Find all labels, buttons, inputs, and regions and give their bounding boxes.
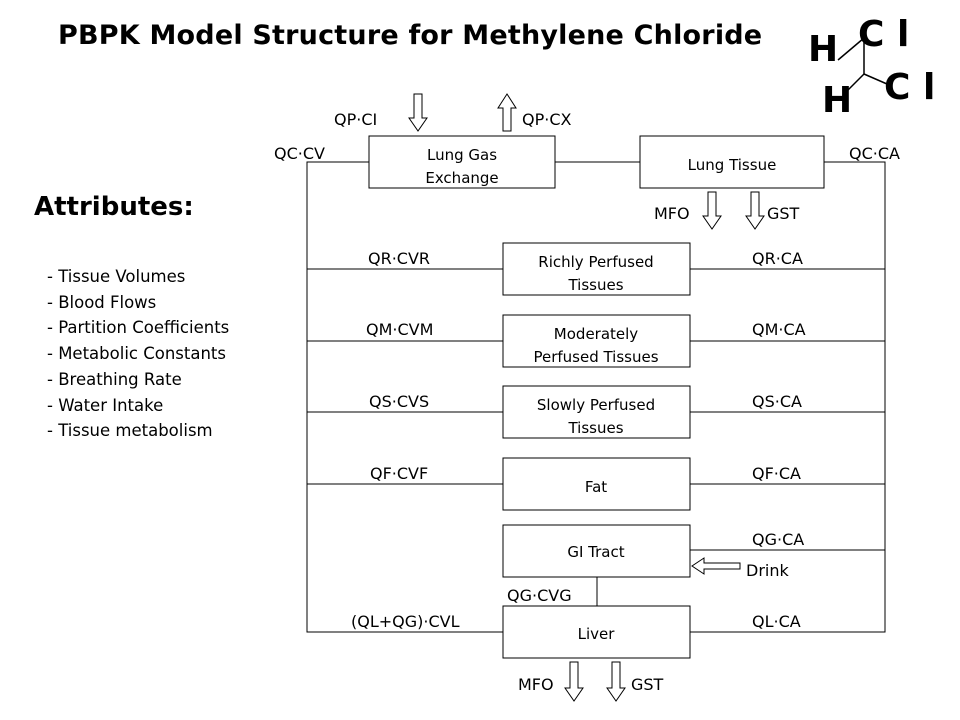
drink-label: Drink: [746, 561, 789, 580]
inhalation-arrow-icon: [408, 93, 428, 132]
qg-cvg-label: QG·CVG: [507, 586, 572, 605]
slowly-perfused-label: Slowly Perfused: [537, 396, 655, 414]
attribute-item: - Metabolic Constants: [47, 344, 226, 364]
venous-return-line: [306, 161, 503, 633]
box-labels: Lung Gas Exchange Lung Tissue Richly Per…: [425, 146, 776, 643]
qs-ca-label: QS·CA: [752, 392, 802, 411]
slowly-perfused-box: [502, 385, 691, 439]
qf-cvf-label: QF·CVF: [370, 464, 428, 483]
moderately-perfused-label: Perfused Tissues: [533, 348, 658, 366]
lung-tissue-label: Lung Tissue: [688, 156, 777, 174]
arterial-supply-line: [690, 161, 886, 633]
slowly-perfused-label: Tissues: [567, 419, 623, 437]
lung-gst-label: GST: [767, 204, 800, 223]
chlorine-label: C l: [858, 14, 909, 55]
arrows: [408, 93, 765, 702]
bond-line: [863, 73, 888, 85]
lung-mfo-label: MFO: [654, 204, 690, 223]
page-title: PBPK Model Structure for Methylene Chlor…: [58, 20, 763, 51]
liver-mfo-label: MFO: [518, 675, 554, 694]
attribute-item: - Water Intake: [47, 395, 164, 415]
qr-cvr-label: QR·CVR: [368, 249, 430, 268]
attribute-item: - Breathing Rate: [47, 369, 182, 389]
circulation-lines: [306, 161, 886, 633]
qm-cvm-label: QM·CVM: [366, 320, 433, 339]
lung-tissue-box: [639, 135, 825, 189]
exhalation-arrow-icon: [497, 93, 517, 132]
attribute-item: - Blood Flows: [47, 292, 157, 312]
ql-ca-label: QL·CA: [752, 612, 801, 631]
lung-gas-label: Lung Gas: [427, 146, 497, 164]
qf-ca-label: QF·CA: [752, 464, 801, 483]
attribute-item: - Tissue Volumes: [47, 267, 186, 286]
qs-cvs-label: QS·CVS: [369, 392, 429, 411]
liver-label: Liver: [578, 625, 616, 643]
lung-gas-exchange-box: [368, 135, 556, 189]
qp-ci-label: QP·CI: [334, 110, 377, 129]
qc-cv-label: QC·CV: [274, 144, 325, 163]
gi-tract-box: [502, 524, 691, 578]
richly-perfused-box: [502, 242, 691, 296]
bond-line: [847, 73, 865, 91]
chlorine-label: C l: [884, 67, 935, 108]
liver-gst-label: GST: [631, 675, 664, 694]
attribute-item: - Tissue metabolism: [47, 421, 213, 441]
qg-ca-label: QG·CA: [752, 530, 804, 549]
qr-ca-label: QR·CA: [752, 249, 803, 268]
qp-cx-label: QP·CX: [522, 110, 572, 129]
drink-arrow-icon: [691, 557, 741, 575]
attributes-list: - Tissue Volumes - Blood Flows - Partiti…: [47, 264, 229, 444]
attribute-item: - Partition Coefficients: [47, 318, 230, 338]
ql-qg-cvl-label: (QL+QG)·CVL: [351, 612, 460, 631]
qc-ca-label: QC·CA: [849, 144, 900, 163]
hydrogen-label: H: [808, 29, 838, 70]
liver-gst-arrow-icon: [606, 661, 626, 702]
lung-gst-arrow-icon: [745, 191, 765, 230]
flow-labels: QP·CI QP·CX QC·CV QC·CA MFO GST QR·CVR Q…: [274, 110, 900, 694]
lung-gas-label: Exchange: [425, 169, 498, 187]
fat-box: [502, 457, 691, 511]
hydrogen-label: H: [822, 80, 852, 121]
fat-label: Fat: [585, 478, 607, 496]
qm-ca-label: QM·CA: [752, 320, 806, 339]
richly-perfused-label: Tissues: [567, 276, 623, 294]
moderately-perfused-label: Moderately: [554, 325, 639, 343]
attributes-heading: Attributes:: [34, 192, 194, 222]
methylene-chloride-structure: H C l H C l: [808, 14, 935, 121]
bond-line: [837, 37, 865, 61]
compartment-boxes: [368, 135, 825, 659]
liver-box: [502, 605, 691, 659]
gi-tract-label: GI Tract: [567, 543, 624, 561]
liver-mfo-arrow-icon: [564, 661, 584, 702]
richly-perfused-label: Richly Perfused: [538, 253, 653, 271]
moderately-perfused-box: [502, 314, 691, 368]
lung-mfo-arrow-icon: [702, 191, 722, 230]
